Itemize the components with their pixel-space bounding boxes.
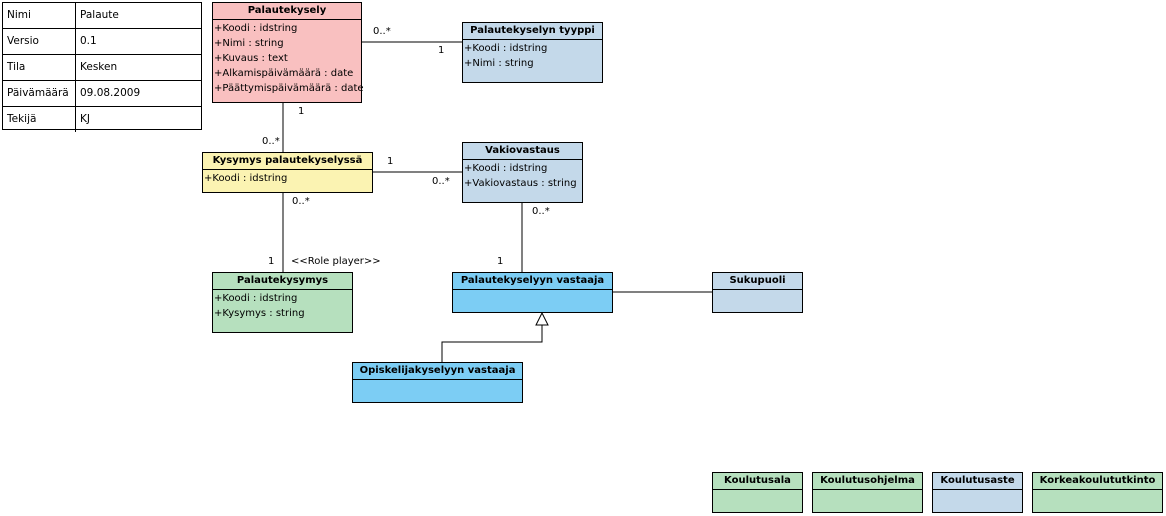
class-attribute: +Koodi : idstring: [214, 23, 298, 34]
meta-key: Nimi: [3, 3, 76, 28]
class-attribute: +Kysymys : string: [214, 308, 305, 319]
class-attributes: +Koodi : idstring +Kysymys : string: [213, 290, 352, 321]
multiplicity-label: 0..*: [292, 196, 310, 207]
meta-value: 09.08.2009: [80, 87, 141, 99]
class-kysymys-palautekyselyssa[interactable]: Kysymys palautekyselyssä +Koodi : idstri…: [202, 152, 373, 193]
meta-value: Palaute: [80, 9, 119, 21]
class-name: Opiskelijakyselyyn vastaaja: [353, 363, 522, 380]
class-palautekyselyyn-vastaaja[interactable]: Palautekyselyyn vastaaja: [452, 272, 613, 313]
class-koulutusala[interactable]: Koulutusala: [712, 472, 803, 513]
class-name: Palautekyselyn tyyppi: [463, 23, 602, 40]
class-name: Palautekysymys: [213, 273, 352, 290]
class-attribute: +Koodi : idstring: [214, 293, 298, 304]
multiplicity-label: 0..*: [532, 206, 550, 217]
multiplicity-label: 1: [387, 156, 394, 167]
class-attribute: +Koodi : idstring: [464, 43, 548, 54]
multiplicity-label: 1: [298, 106, 305, 117]
meta-row: Versio 0.1: [3, 29, 201, 55]
multiplicity-label: 0..*: [432, 176, 450, 187]
class-attribute: +Kuvaus : text: [214, 53, 288, 64]
class-attribute: +Alkamispäivämäärä : date: [214, 68, 354, 79]
multiplicity-label: 1: [438, 45, 445, 56]
meta-row: Päivämäärä 09.08.2009: [3, 81, 201, 107]
class-attribute: +Koodi : idstring: [464, 163, 548, 174]
class-name: Palautekyselyyn vastaaja: [453, 273, 612, 290]
class-attributes: +Koodi : idstring +Nimi : string: [463, 40, 602, 71]
class-attributes: +Koodi : idstring +Vakiovastaus : string: [463, 160, 582, 191]
metadata-table: Nimi Palaute Versio 0.1 Tila Kesken Päivämä…: [2, 2, 202, 132]
class-vakiovastaus[interactable]: Vakiovastaus +Koodi : idstring +Vakiovas…: [462, 142, 583, 203]
class-opiskelijakyselyyn-vastaaja[interactable]: Opiskelijakyselyyn vastaaja: [352, 362, 523, 403]
meta-row: Nimi Palaute: [3, 3, 201, 29]
class-attributes: +Koodi : idstring +Nimi : string +Kuvaus…: [213, 20, 364, 96]
class-name: Korkeakoulututkinto: [1033, 473, 1162, 490]
multiplicity-label: 1: [268, 256, 275, 267]
class-name: Sukupuoli: [713, 273, 802, 290]
class-name: Koulutusaste: [933, 473, 1022, 490]
meta-value: 0.1: [80, 35, 97, 47]
multiplicity-label: 1: [497, 256, 504, 267]
class-attribute: +Nimi : string: [214, 38, 284, 49]
generalization-line: [441, 325, 543, 362]
class-name: Koulutusohjelma: [813, 473, 922, 490]
meta-key: Tekijä: [3, 107, 76, 132]
multiplicity-label: 0..*: [373, 26, 391, 37]
class-palautekyselyn-tyyppi[interactable]: Palautekyselyn tyyppi +Koodi : idstring …: [462, 22, 603, 83]
meta-row: Tila Kesken: [3, 55, 201, 81]
class-name: Palautekysely: [213, 3, 361, 20]
class-sukupuoli[interactable]: Sukupuoli: [712, 272, 803, 313]
meta-key: Tila: [3, 55, 76, 80]
class-koulutusohjelma[interactable]: Koulutusohjelma: [812, 472, 923, 513]
class-name: Koulutusala: [713, 473, 802, 490]
meta-value: Kesken: [80, 61, 118, 73]
class-palautekysymys[interactable]: Palautekysymys +Koodi : idstring +Kysymy…: [212, 272, 353, 333]
class-attribute: +Päättymispäivämäärä : date: [214, 83, 364, 94]
class-palautekysely[interactable]: Palautekysely +Koodi : idstring +Nimi : …: [212, 2, 364, 103]
multiplicity-label: 0..*: [262, 136, 280, 147]
role-player-label: <<Role player>>: [291, 256, 381, 267]
meta-key: Versio: [3, 29, 76, 54]
meta-value: KJ: [80, 113, 90, 125]
class-name: Kysymys palautekyselyssä: [203, 153, 372, 170]
meta-row: Tekijä KJ: [3, 107, 201, 132]
class-attributes: +Koodi : idstring: [203, 170, 372, 186]
class-attribute: +Koodi : idstring: [204, 173, 288, 184]
class-name: Vakiovastaus: [463, 143, 582, 160]
meta-key: Päivämäärä: [3, 81, 76, 106]
class-korkeakoulututkinto[interactable]: Korkeakoulututkinto: [1032, 472, 1163, 513]
generalization-arrowhead: [535, 311, 549, 326]
class-attribute: +Nimi : string: [464, 58, 534, 69]
class-attribute: +Vakiovastaus : string: [464, 178, 577, 189]
class-koulutusaste[interactable]: Koulutusaste: [932, 472, 1023, 513]
